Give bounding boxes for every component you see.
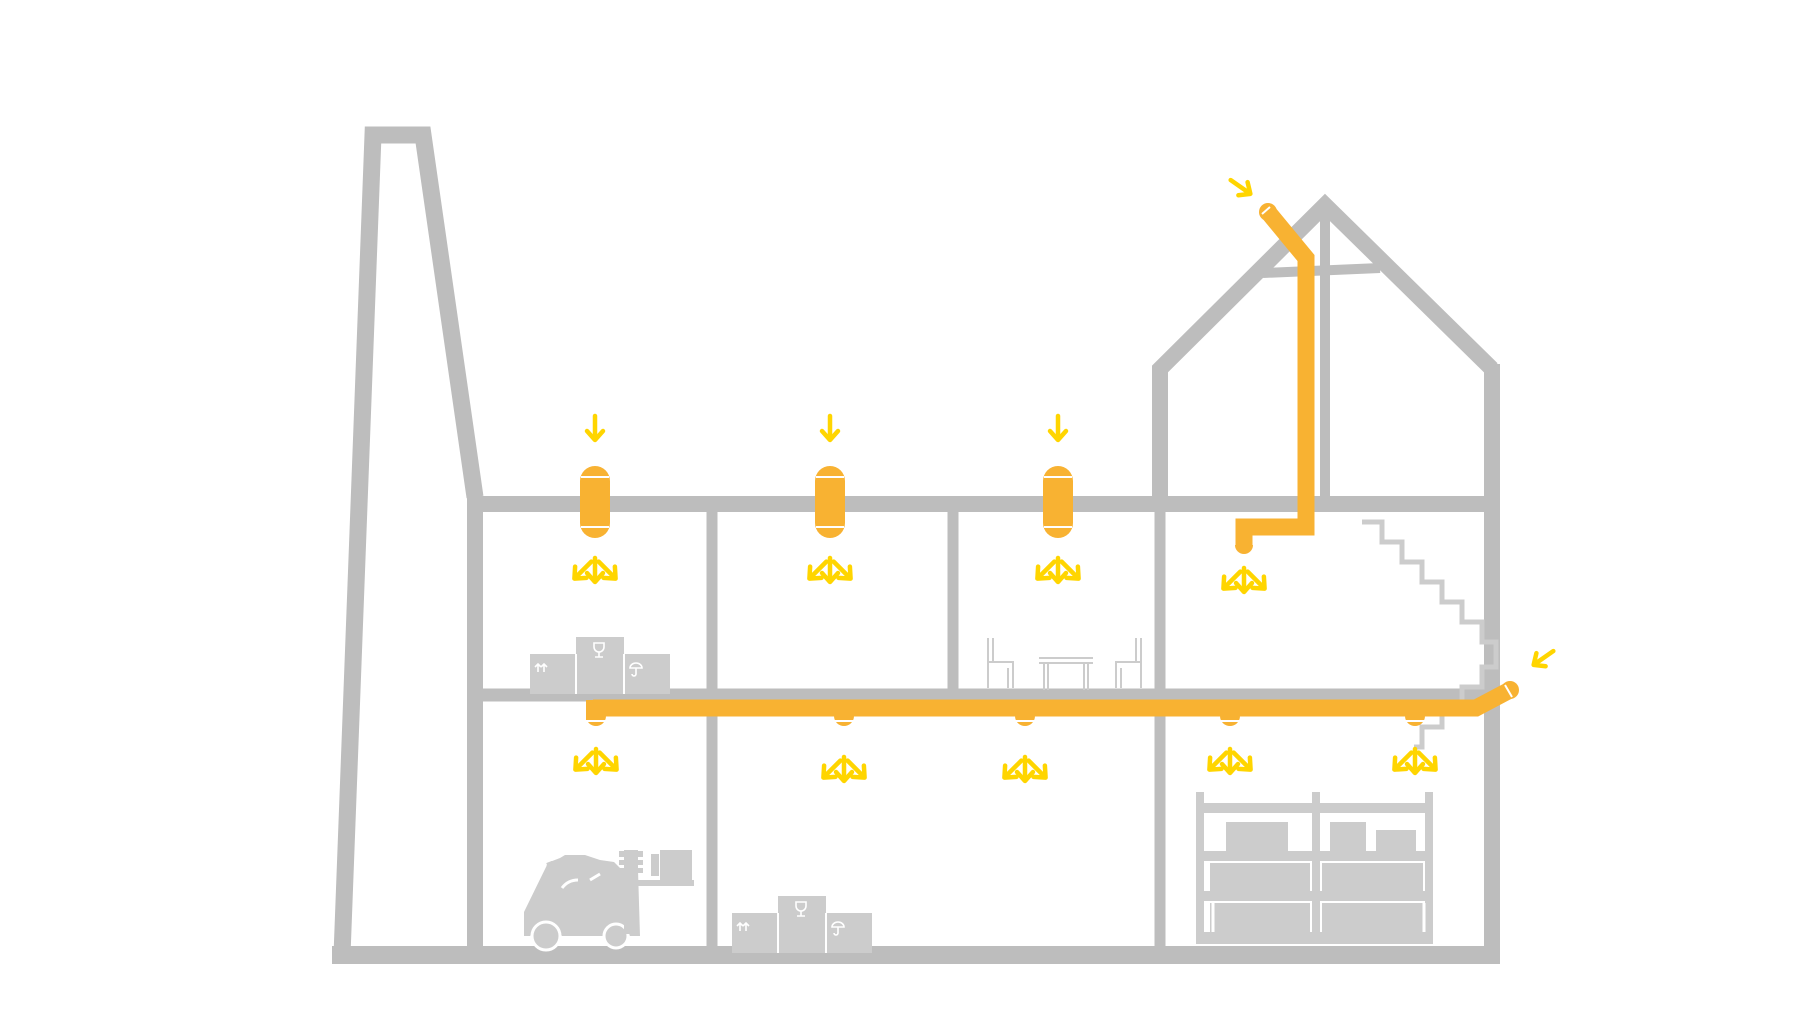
chair-icon — [1115, 637, 1142, 689]
storage-shelf-icon — [1196, 792, 1433, 944]
cardboard-box-icon — [731, 895, 873, 954]
light-ray-arrow-icon — [1226, 174, 1255, 201]
light-duct-system — [580, 203, 1519, 726]
light-ray-arrow-icon — [1529, 645, 1558, 672]
table-icon — [1039, 657, 1093, 690]
chair-icon — [987, 637, 1014, 689]
roof-light-collector-icon — [1043, 466, 1073, 538]
wall-light-collector-icon — [593, 682, 1514, 717]
roof-light-collector-icon — [815, 466, 845, 538]
roof-light-collector-icon — [580, 466, 610, 538]
forklift-icon — [524, 850, 694, 952]
light-ray-arrow-icon — [1050, 416, 1066, 440]
factory-chimney-icon — [333, 126, 484, 956]
gable-roof — [1152, 193, 1498, 504]
light-ray-arrow-icon — [822, 416, 838, 440]
cardboard-box-icon — [529, 636, 671, 695]
building-outline — [332, 126, 1500, 964]
light-ray-arrow-icon — [587, 416, 603, 440]
skylight-light-tube-icon — [1235, 206, 1315, 545]
light-diffuser-icon — [1235, 545, 1253, 554]
